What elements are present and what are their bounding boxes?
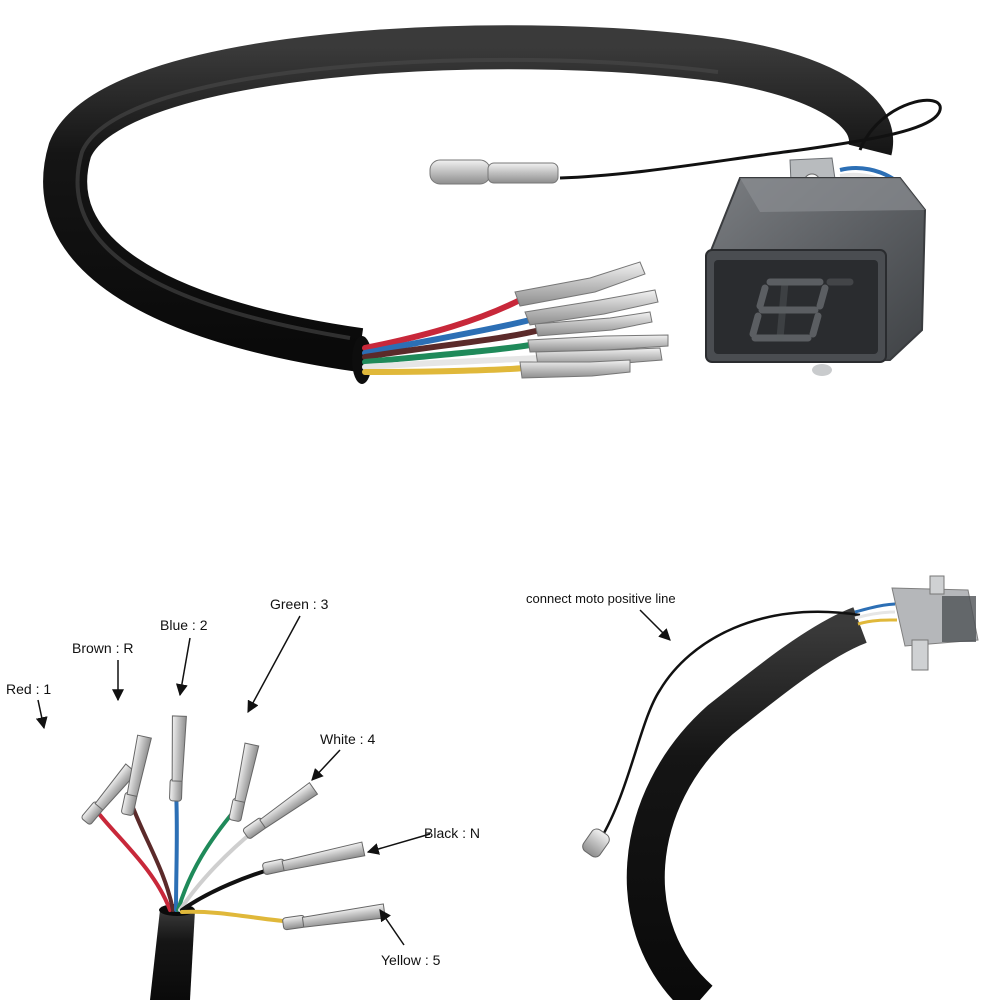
label-white: White : 4 [320,731,375,747]
label-brown: Brown : R [72,640,133,656]
arrow-red [35,699,48,730]
side-wires [854,602,898,626]
top-wire-brown [362,327,543,360]
top-wire-bundle [362,297,543,375]
label-blue: Blue : 2 [160,617,208,633]
positive-line-photo: connect moto positive line [526,575,979,1000]
wire-brown [130,803,175,912]
diagram-cable [150,910,195,1000]
side-connector [582,828,610,858]
seven-segment-digit [749,278,854,342]
label-positive-line: connect moto positive line [526,591,676,606]
terminal-blue [169,715,187,802]
wire-white [178,828,257,912]
arrow-white [311,749,341,781]
top-wire-white [362,355,543,370]
terminal-yellow [282,903,386,931]
top-wire-green [362,342,533,365]
arrow-positive [639,609,671,641]
top-photo [43,25,942,384]
label-green: Green : 3 [270,596,329,612]
wire-red [98,813,172,912]
terminal-brown [121,734,152,816]
arrow-black [366,833,431,855]
side-cable [626,607,868,1000]
wire-green [176,808,237,912]
side-positive-wire [598,610,861,841]
arrow-yellow [379,909,405,946]
arrow-blue [175,637,191,697]
terminal-green [228,742,260,822]
main-cable-highlight [75,57,719,340]
terminal-white [242,781,319,839]
bullet-connector [429,159,559,185]
label-black: Black : N [424,825,480,841]
label-yellow: Yellow : 5 [381,952,441,968]
wire-yellow [180,909,297,924]
top-wire-yellow [362,365,528,375]
wire-blue [174,788,179,912]
arrow-green [247,615,301,714]
label-red: Red : 1 [6,681,51,697]
side-gear-indicator [891,575,979,671]
terminal-black [262,841,366,875]
terminal-red [81,763,138,825]
wire-diagram: Red : 1 Brown : R Blue : 2 Green : 3 Whi… [6,596,480,1000]
top-wire-blue [362,317,533,356]
positive-wire [559,98,942,180]
top-wire-red [362,297,523,351]
gear-indicator [705,157,927,376]
main-cable [43,25,893,372]
top-terminals [514,261,669,379]
